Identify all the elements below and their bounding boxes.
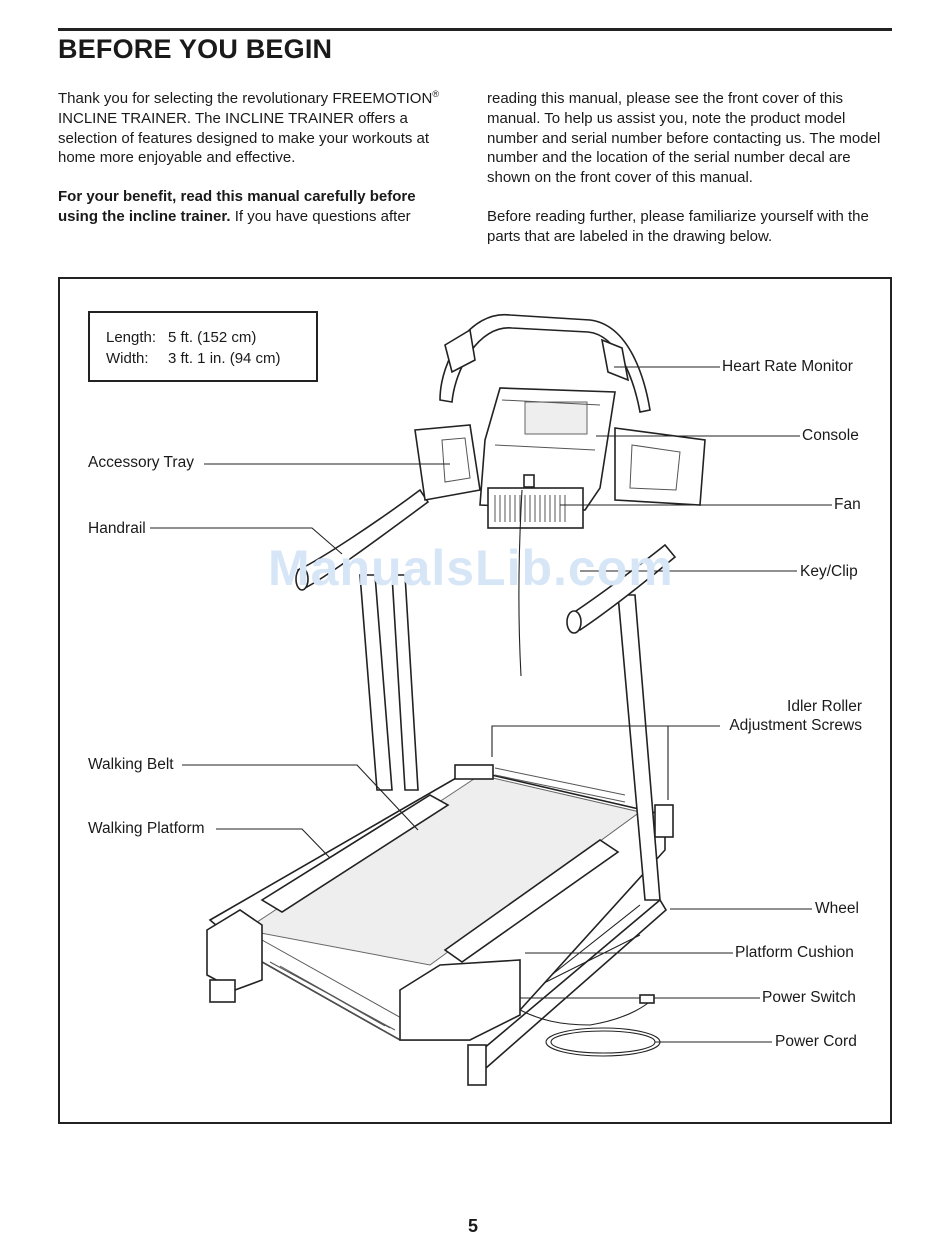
dimension-length: Length:5 ft. (152 cm)	[106, 329, 257, 346]
figure-frame	[58, 277, 892, 1124]
label-accessory-tray: Accessory Tray	[88, 454, 194, 471]
intro-column-right: reading this manual, please see the fron…	[487, 89, 887, 247]
watermark: ManualsLib.com	[268, 540, 674, 596]
label-idler-roller: Idler Roller	[787, 698, 862, 715]
intro-paragraph-2-continued: reading this manual, please see the fron…	[487, 90, 881, 187]
handrails	[295, 488, 677, 634]
walking-deck	[206, 764, 674, 1041]
label-key-clip: Key/Clip	[800, 563, 858, 580]
page-number: 5	[468, 1216, 479, 1236]
console-unit	[479, 387, 616, 677]
label-platform-cushion: Platform Cushion	[735, 944, 854, 961]
label-wheel: Wheel	[815, 900, 859, 917]
uprights	[359, 574, 661, 901]
label-power-switch: Power Switch	[762, 989, 856, 1006]
label-fan: Fan	[834, 496, 861, 513]
page-title: BEFORE YOU BEGIN	[58, 34, 333, 64]
top-rule	[58, 28, 892, 31]
label-console: Console	[802, 427, 859, 444]
power-cord-drawing	[519, 994, 661, 1057]
trademark-symbol: ®	[432, 89, 439, 99]
dimensions-box: Length:5 ft. (152 cm) Width:3 ft. 1 in. …	[88, 311, 318, 382]
label-walking-belt: Walking Belt	[88, 756, 174, 773]
label-handrail: Handrail	[88, 520, 146, 537]
intro-bold-lead: For your benefit, read this manual caref…	[58, 188, 416, 225]
label-adjustment-screws: Adjustment Screws	[729, 717, 862, 734]
label-walking-platform: Walking Platform	[88, 820, 205, 837]
label-power-cord: Power Cord	[775, 1033, 857, 1050]
intro-paragraph-1: Thank you for selecting the revolutionar…	[58, 89, 439, 167]
label-heart-rate-monitor: Heart Rate Monitor	[722, 358, 853, 375]
dimension-width: Width:3 ft. 1 in. (94 cm)	[106, 350, 281, 367]
intro-paragraph-3: Before reading further, please familiari…	[487, 207, 869, 245]
intro-paragraph-2: For your benefit, read this manual caref…	[58, 188, 416, 225]
intro-column-left: Thank you for selecting the revolutionar…	[58, 89, 458, 227]
